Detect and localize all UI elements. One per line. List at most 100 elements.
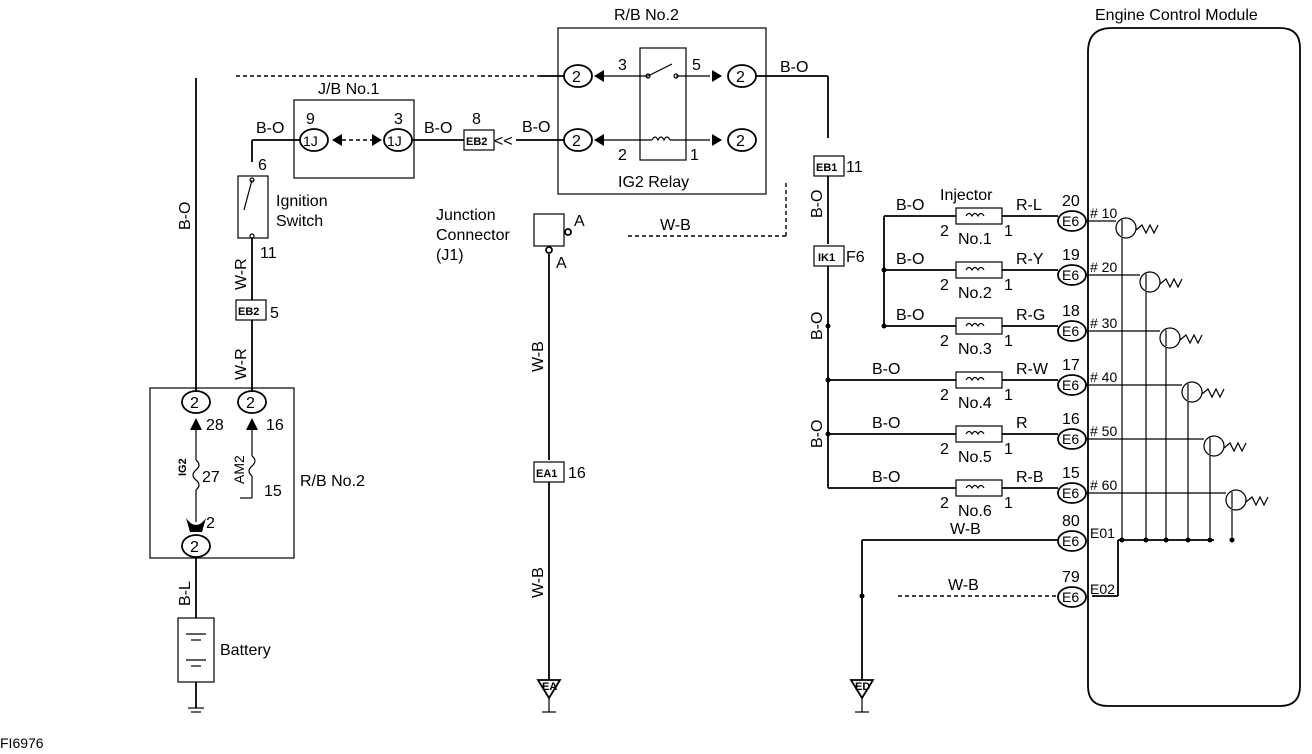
svg-text:79: 79 [1062,569,1080,586]
svg-text:IK1: IK1 [818,252,835,264]
ignition-switch-box [237,175,269,239]
svg-text:W-B: W-B [530,341,547,372]
svg-text:B-O: B-O [872,415,900,432]
ignition-label-1: Ignition [276,193,328,210]
ecm-pin-18: E6 18 # 30 [1057,303,1203,543]
svg-text:19: 19 [1062,247,1080,264]
svg-text:# 60: # 60 [1090,477,1117,493]
svg-text:EB2: EB2 [238,306,259,318]
ecm-box [1087,27,1301,707]
ignition-label-2: Switch [276,213,323,230]
svg-text:E6: E6 [1062,267,1079,283]
transistor-icon [1139,271,1161,293]
svg-text:R-W: R-W [1016,361,1049,378]
svg-text:E6: E6 [1062,377,1079,393]
svg-text:1J: 1J [303,133,318,149]
svg-text:Junction: Junction [436,207,496,224]
svg-text:B-O: B-O [809,190,826,218]
svg-text:2: 2 [940,223,949,240]
svg-text:1: 1 [1004,277,1013,294]
svg-text:E6: E6 [1062,589,1079,605]
rb2-top-conn-bl: 2 [563,128,593,152]
svg-text:R-L: R-L [1016,197,1042,214]
svg-text:E02: E02 [1090,581,1115,597]
svg-text:# 30: # 30 [1090,315,1117,331]
main-wire-label: B-O [177,202,194,230]
svg-text:9: 9 [306,111,315,128]
svg-text:5: 5 [692,57,701,74]
svg-text:No.1: No.1 [958,231,992,248]
svg-text:<<: << [494,133,513,150]
svg-text:E6: E6 [1062,431,1079,447]
rb2-bottom-box [149,387,295,559]
svg-text:(J1): (J1) [436,247,464,264]
svg-text:2: 2 [206,515,215,532]
svg-text:E6: E6 [1062,213,1079,229]
svg-text:E01: E01 [1090,525,1115,541]
svg-text:No.6: No.6 [958,503,992,520]
svg-text:1: 1 [1004,441,1013,458]
eb1-conn [813,155,845,177]
svg-text:W-R: W-R [233,348,250,380]
svg-text:2: 2 [572,69,581,86]
svg-text:E6: E6 [1062,533,1079,549]
svg-text:B-O: B-O [896,307,924,324]
svg-text:B-O: B-O [896,251,924,268]
svg-text:R-G: R-G [1016,307,1045,324]
svg-text:6: 6 [258,157,267,174]
svg-text:2: 2 [940,441,949,458]
svg-text:F6: F6 [846,249,865,266]
svg-text:EA: EA [542,681,557,693]
svg-text:Connector: Connector [436,227,510,244]
svg-text:16: 16 [568,465,586,482]
svg-text:B-O: B-O [809,420,826,448]
rb2-top-conn-tr: 2 [727,64,757,88]
svg-text:2: 2 [190,395,199,412]
svg-text:2: 2 [190,539,199,556]
svg-text:EB1: EB1 [816,162,837,174]
svg-text:11: 11 [260,245,277,262]
svg-text:1: 1 [1004,223,1013,240]
rb2-top-conn-tl: 2 [563,64,593,88]
svg-text:5: 5 [270,305,279,322]
svg-text:A: A [556,255,567,272]
svg-text:11: 11 [846,159,863,176]
svg-text:3: 3 [618,57,627,74]
ig2-relay-label: IG2 Relay [618,174,689,191]
junction-ground-icon [536,679,562,700]
svg-text:R-B: R-B [1016,469,1044,486]
svg-text:17: 17 [1062,357,1080,374]
svg-text:B-O: B-O [809,312,826,340]
svg-text:16: 16 [266,417,284,434]
svg-text:2: 2 [572,133,581,150]
svg-text:AM2: AM2 [231,455,247,484]
svg-text:1: 1 [1004,495,1013,512]
ignition-eb2-conn [235,299,267,321]
rb2-bottom-conn-out: 2 [181,534,211,558]
svg-text:W-B: W-B [950,521,981,538]
svg-text:IG2: IG2 [177,458,189,476]
svg-text:15: 15 [1062,465,1080,482]
transistor-icon [1181,381,1203,403]
svg-text:80: 80 [1062,513,1080,530]
svg-text:20: 20 [1062,193,1080,210]
svg-text:R-Y: R-Y [1016,251,1044,268]
svg-text:18: 18 [1062,303,1080,320]
svg-text:B-O: B-O [780,59,808,76]
svg-text:1J: 1J [387,133,402,149]
svg-text:2: 2 [940,495,949,512]
svg-text:EA1: EA1 [536,468,557,480]
svg-text:16: 16 [1062,411,1080,428]
svg-text:B-O: B-O [256,120,284,137]
jb1-conn-right: 1J [383,128,413,152]
svg-text:B-O: B-O [424,120,452,137]
svg-text:2: 2 [246,395,255,412]
svg-text:1: 1 [1004,333,1013,350]
jb1-eb2-conn [463,129,495,151]
